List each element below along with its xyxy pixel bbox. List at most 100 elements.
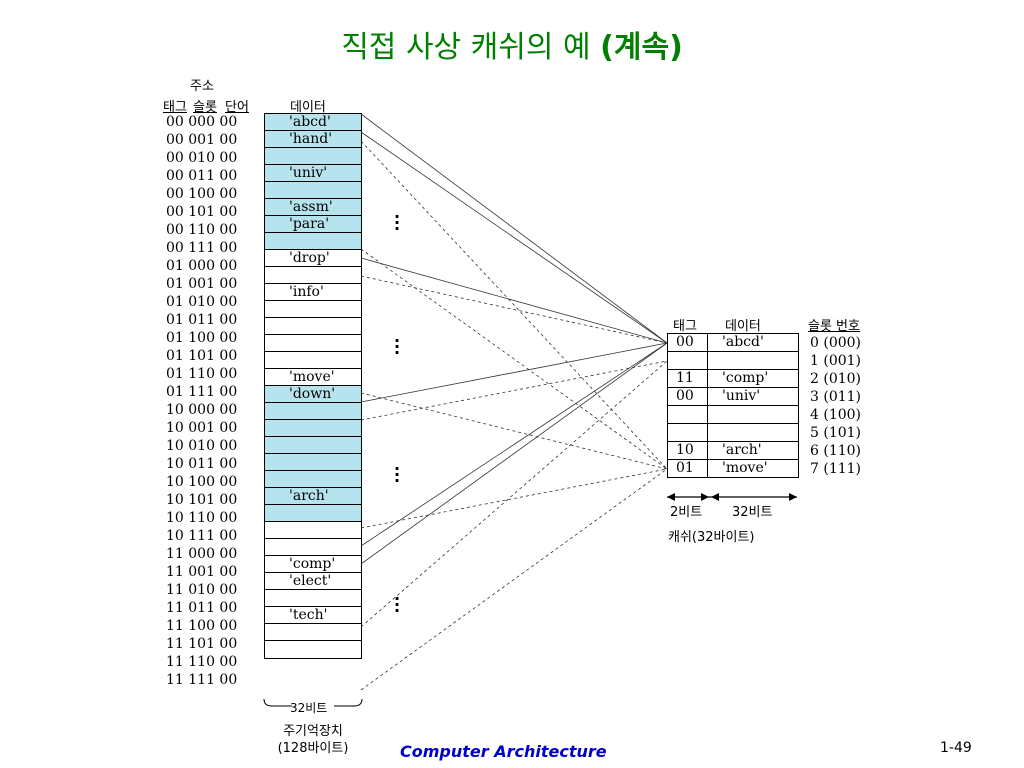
- cache-line: 10 'arch': [668, 442, 798, 460]
- memory-cell: 'tech': [265, 607, 361, 624]
- memory-caption-name: 주기억장치: [283, 724, 343, 739]
- memory-address: 11 010 00: [166, 582, 238, 598]
- cache-slot-number: 3 (011): [810, 389, 862, 405]
- cache-data-cell: 'univ': [722, 388, 761, 404]
- cache-data-cell: 'arch': [722, 442, 762, 458]
- memory-cell: 'move': [265, 369, 361, 386]
- memory-address: 10 001 00: [166, 420, 238, 436]
- memory-cell: [265, 352, 361, 369]
- memory-address: 10 111 00: [166, 528, 238, 544]
- cache-slot-number: 7 (111): [810, 461, 862, 477]
- memory-cell: 'assm': [265, 199, 361, 216]
- mapping-line: [360, 360, 668, 628]
- mapping-line: [360, 131, 668, 344]
- ellipsis-3: ···: [394, 459, 401, 490]
- memory-cell: 'elect': [265, 573, 361, 590]
- main-memory-table: 'abcd''hand''univ''assm''para''drop''inf…: [264, 113, 362, 659]
- memory-address: 10 010 00: [166, 438, 238, 454]
- memory-address: 11 111 00: [166, 672, 238, 688]
- title-paren: (계속): [600, 30, 683, 65]
- memory-address: 01 100 00: [166, 330, 238, 346]
- footer-course: Computer Architecture: [400, 742, 607, 761]
- memory-address: 01 110 00: [166, 366, 238, 382]
- cache-tag-width-label: 2비트: [670, 505, 703, 520]
- memory-address: 11 110 00: [166, 654, 238, 670]
- cache-slot-number: 0 (000): [810, 335, 862, 351]
- memory-cell: [265, 454, 361, 471]
- memory-cell: [265, 420, 361, 437]
- cache-data-cell: [708, 406, 798, 423]
- mapping-line: [360, 360, 668, 421]
- mapping-line: [360, 468, 668, 529]
- memory-cell: 'arch': [265, 488, 361, 505]
- cache-line: 01 'move': [668, 460, 798, 477]
- cache-line: [668, 424, 798, 442]
- memory-cell: [265, 539, 361, 556]
- memory-address: 01 101 00: [166, 348, 238, 364]
- ellipsis-2: ···: [394, 331, 401, 362]
- memory-cell: [265, 318, 361, 335]
- memory-cell: 'comp': [265, 556, 361, 573]
- page-number: 1-49: [940, 740, 972, 756]
- memory-cell: 'down': [265, 386, 361, 403]
- cache-table: 00'abcd'11'comp'00'univ'10'arch'01'move': [667, 333, 799, 478]
- cache-tag-cell: [668, 406, 708, 423]
- cache-tag-cell: 01: [668, 460, 708, 477]
- cache-tag-cell: 11: [668, 370, 708, 387]
- memory-address: 00 011 00: [166, 168, 238, 184]
- memory-cell: [265, 624, 361, 641]
- memory-cell: [265, 233, 361, 250]
- memory-address: 10 011 00: [166, 456, 238, 472]
- mapping-line: [360, 342, 668, 547]
- mapping-line: [360, 275, 668, 344]
- cache-data-cell: 'move': [722, 460, 768, 476]
- memory-caption-size: (128바이트): [277, 741, 349, 756]
- title-main: 직접 사상 캐쉬의 예: [341, 30, 601, 65]
- memory-address: 11 000 00: [166, 546, 238, 562]
- memory-address: 00 010 00: [166, 150, 238, 166]
- memory-cell: [265, 148, 361, 165]
- ellipsis-4: ···: [394, 589, 401, 620]
- cache-data-cell: [708, 424, 798, 441]
- memory-cell: 'hand': [265, 131, 361, 148]
- cache-slot-header: 슬롯 번호: [808, 319, 860, 334]
- cache-tag-cell: 10: [668, 442, 708, 459]
- memory-slot-header: 슬롯: [193, 100, 217, 115]
- memory-cell: [265, 403, 361, 420]
- memory-cell: 'para': [265, 216, 361, 233]
- cache-tag-cell: [668, 424, 708, 441]
- ellipsis-1: ···: [394, 207, 401, 238]
- memory-address-header: 주소: [190, 79, 214, 94]
- mapping-line: [360, 342, 668, 565]
- memory-cell: [265, 182, 361, 199]
- mapping-line: [360, 248, 668, 470]
- memory-address: 01 010 00: [166, 294, 238, 310]
- cache-caption: 캐쉬(32바이트): [668, 530, 755, 545]
- cache-data-width-label: 32비트: [732, 505, 773, 520]
- cache-data-cell: [708, 352, 798, 369]
- cache-data-header: 데이터: [725, 319, 761, 334]
- memory-width-brace: [263, 698, 363, 707]
- cache-line: 11 'comp': [668, 370, 798, 388]
- cache-slot-number: 4 (100): [810, 407, 862, 423]
- memory-address: 11 100 00: [166, 618, 238, 634]
- memory-address: 01 111 00: [166, 384, 238, 400]
- cache-slot-number: 5 (101): [810, 425, 862, 441]
- mapping-line: [360, 140, 668, 470]
- mapping-line: [360, 342, 668, 403]
- memory-address: 00 111 00: [166, 240, 238, 256]
- memory-address: 10 101 00: [166, 492, 238, 508]
- cache-slot-number: 2 (010): [810, 371, 862, 387]
- memory-cell: [265, 505, 361, 522]
- mapping-line: [360, 392, 668, 470]
- memory-address: 10 110 00: [166, 510, 238, 526]
- cache-tag-cell: 00: [668, 388, 708, 405]
- cache-tag-header: 태그: [673, 319, 697, 334]
- memory-address: 01 011 00: [166, 312, 238, 328]
- memory-width-label: 32비트: [290, 701, 328, 715]
- cache-data-cell: 'comp': [722, 370, 769, 386]
- memory-address: 11 001 00: [166, 564, 238, 580]
- memory-cell: [265, 335, 361, 352]
- memory-address: 01 001 00: [166, 276, 238, 292]
